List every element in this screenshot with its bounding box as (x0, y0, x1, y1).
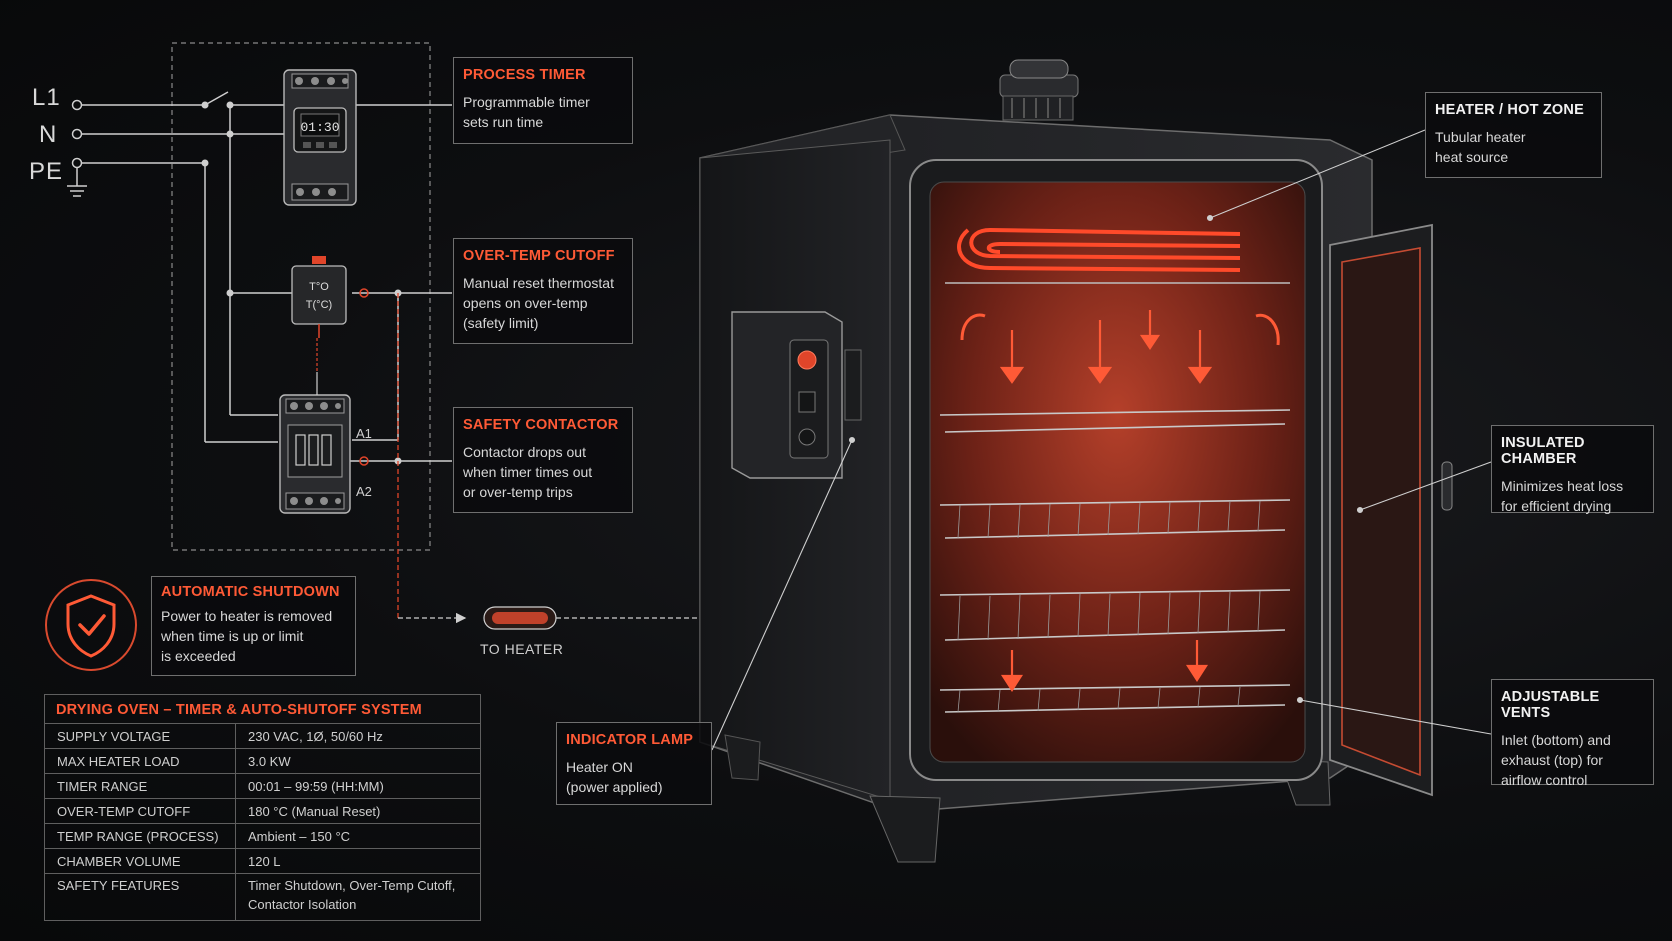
callout-title: AUTOMATIC SHUTDOWN (161, 584, 340, 600)
spec-table-title-cell (44, 694, 481, 724)
callout-desc: Tubular heater heat source (1435, 129, 1526, 165)
line-pe-label: PE (29, 158, 64, 185)
table-row: TEMP RANGE (PROCESS)Ambient – 150 °C (44, 823, 481, 849)
spec-value: 230 VAC, 1Ø, 50/60 Hz (235, 723, 481, 749)
safety-contactor-module: A1 A2 (279, 338, 372, 514)
timer-display-text: 01:30 (300, 120, 339, 135)
callout-title: SAFETY CONTACTOR (463, 417, 619, 433)
spec-table-title: DRYING OVEN – TIMER & AUTO-SHUTOFF SYSTE… (56, 702, 422, 718)
callout-title: OVER-TEMP CUTOFF (463, 248, 615, 264)
to-heater-label: TO HEATER (480, 641, 564, 657)
callout-insulated-chamber: INSULATED CHAMBER Minimizes heat loss fo… (1491, 425, 1654, 514)
callout-adjustable-vents: ADJUSTABLE VENTS Inlet (bottom) and exha… (1491, 679, 1654, 788)
spec-key: TEMP RANGE (PROCESS) (44, 823, 236, 849)
line-l1-label: L1 (32, 84, 61, 111)
thermostat-text-1: T°O (309, 281, 329, 293)
spec-value: Ambient – 150 °C (235, 823, 481, 849)
callout-desc: Manual reset thermostat opens on over-te… (463, 275, 614, 331)
supply-wiring (67, 91, 452, 462)
spec-value: 3.0 KW (235, 748, 481, 774)
spec-value: 180 °C (Manual Reset) (235, 798, 481, 824)
callout-automatic-shutdown: AUTOMATIC SHUTDOWN Power to heater is re… (151, 576, 356, 676)
contactor-a1-label: A1 (356, 426, 372, 441)
spec-key: SUPPLY VOLTAGE (44, 723, 236, 749)
callout-title: PROCESS TIMER (463, 67, 586, 83)
thermostat-text-2: T(°C) (306, 299, 332, 311)
callout-title: HEATER / HOT ZONE (1435, 102, 1584, 118)
spec-value: 00:01 – 99:59 (HH:MM) (235, 773, 481, 799)
callout-desc: Programmable timer sets run time (463, 94, 590, 130)
process-timer-module: 01:30 (283, 69, 357, 206)
arrow-down-icon (999, 310, 1213, 693)
contactor-a2-label: A2 (356, 484, 372, 499)
spec-value: Timer Shutdown, Over-Temp Cutoff, Contac… (235, 873, 481, 921)
control-enclosure-outline (171, 42, 431, 551)
spec-key: CHAMBER VOLUME (44, 848, 236, 874)
over-temp-thermostat: T°O T(°C) (291, 256, 369, 338)
spec-value: 120 L (235, 848, 481, 874)
callout-title: INSULATED CHAMBER (1501, 435, 1585, 467)
spec-key: TIMER RANGE (44, 773, 236, 799)
shield-check-icon (45, 579, 137, 671)
callout-title: INDICATOR LAMP (566, 732, 694, 748)
callout-over-temp-cutoff: OVER-TEMP CUTOFF Manual reset thermostat… (453, 238, 633, 344)
spec-key: OVER-TEMP CUTOFF (44, 798, 236, 824)
callout-desc: Heater ON (power applied) (566, 759, 663, 795)
line-n-label: N (39, 121, 58, 148)
callout-heater-hot-zone: HEATER / HOT ZONE Tubular heater heat so… (1425, 92, 1602, 178)
callout-process-timer: PROCESS TIMER Programmable timer sets ru… (453, 57, 633, 144)
callout-desc: Inlet (bottom) and exhaust (top) for air… (1501, 732, 1611, 788)
callout-desc: Contactor drops out when timer times out… (463, 444, 593, 500)
spec-key: MAX HEATER LOAD (44, 748, 236, 774)
drying-oven (699, 59, 1453, 863)
callout-leader-lines (711, 129, 1492, 751)
callout-desc: Minimizes heat loss for efficient drying (1501, 478, 1624, 514)
tubular-heater-element (957, 227, 1241, 272)
callout-safety-contactor: SAFETY CONTACTOR Contactor drops out whe… (453, 407, 633, 513)
callout-indicator-lamp: INDICATOR LAMP Heater ON (power applied) (556, 722, 712, 805)
spec-key: SAFETY FEATURES (44, 873, 236, 921)
callout-title: ADJUSTABLE VENTS (1501, 689, 1600, 721)
callout-desc: Power to heater is removed when time is … (161, 608, 333, 664)
